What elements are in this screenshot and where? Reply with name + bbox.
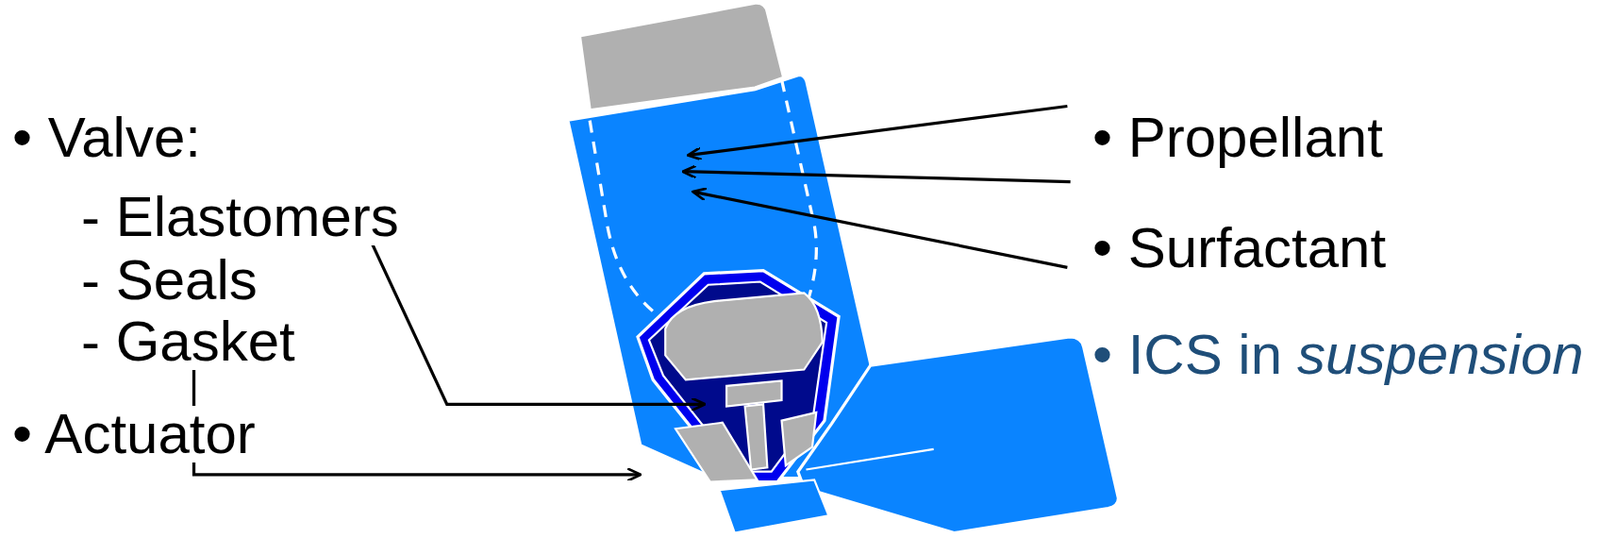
- valve-chamber: [649, 282, 827, 472]
- valve-housing: [637, 270, 839, 483]
- component-label: suspension: [1295, 326, 1586, 384]
- mouthpiece: [798, 336, 1119, 534]
- actuator-base: [719, 479, 830, 533]
- component-label: • Propellant: [1090, 109, 1385, 167]
- leader-arrow: [694, 191, 1068, 267]
- part-label: - Gasket: [79, 313, 298, 370]
- part-label: • Actuator: [10, 405, 258, 463]
- component-label: • Surfactant: [1090, 219, 1388, 277]
- leader-arrow: [683, 171, 1071, 183]
- canister-outline: [782, 79, 817, 312]
- part-label: - Seals: [79, 251, 260, 309]
- spray-line: [805, 449, 934, 470]
- leader-arrow: [688, 105, 1067, 155]
- canister-outline: [589, 120, 653, 312]
- valve-cup: [665, 292, 823, 380]
- component-label: • ICS in: [1090, 326, 1284, 384]
- part-label: - Elastomers: [79, 188, 401, 246]
- valve-seat: [726, 380, 782, 406]
- leader-arrow: [362, 222, 704, 405]
- part-label: • Valve:: [10, 109, 203, 167]
- valve-stem: [745, 403, 768, 469]
- valve-seal: [782, 412, 817, 466]
- valve-gasket: [675, 422, 758, 483]
